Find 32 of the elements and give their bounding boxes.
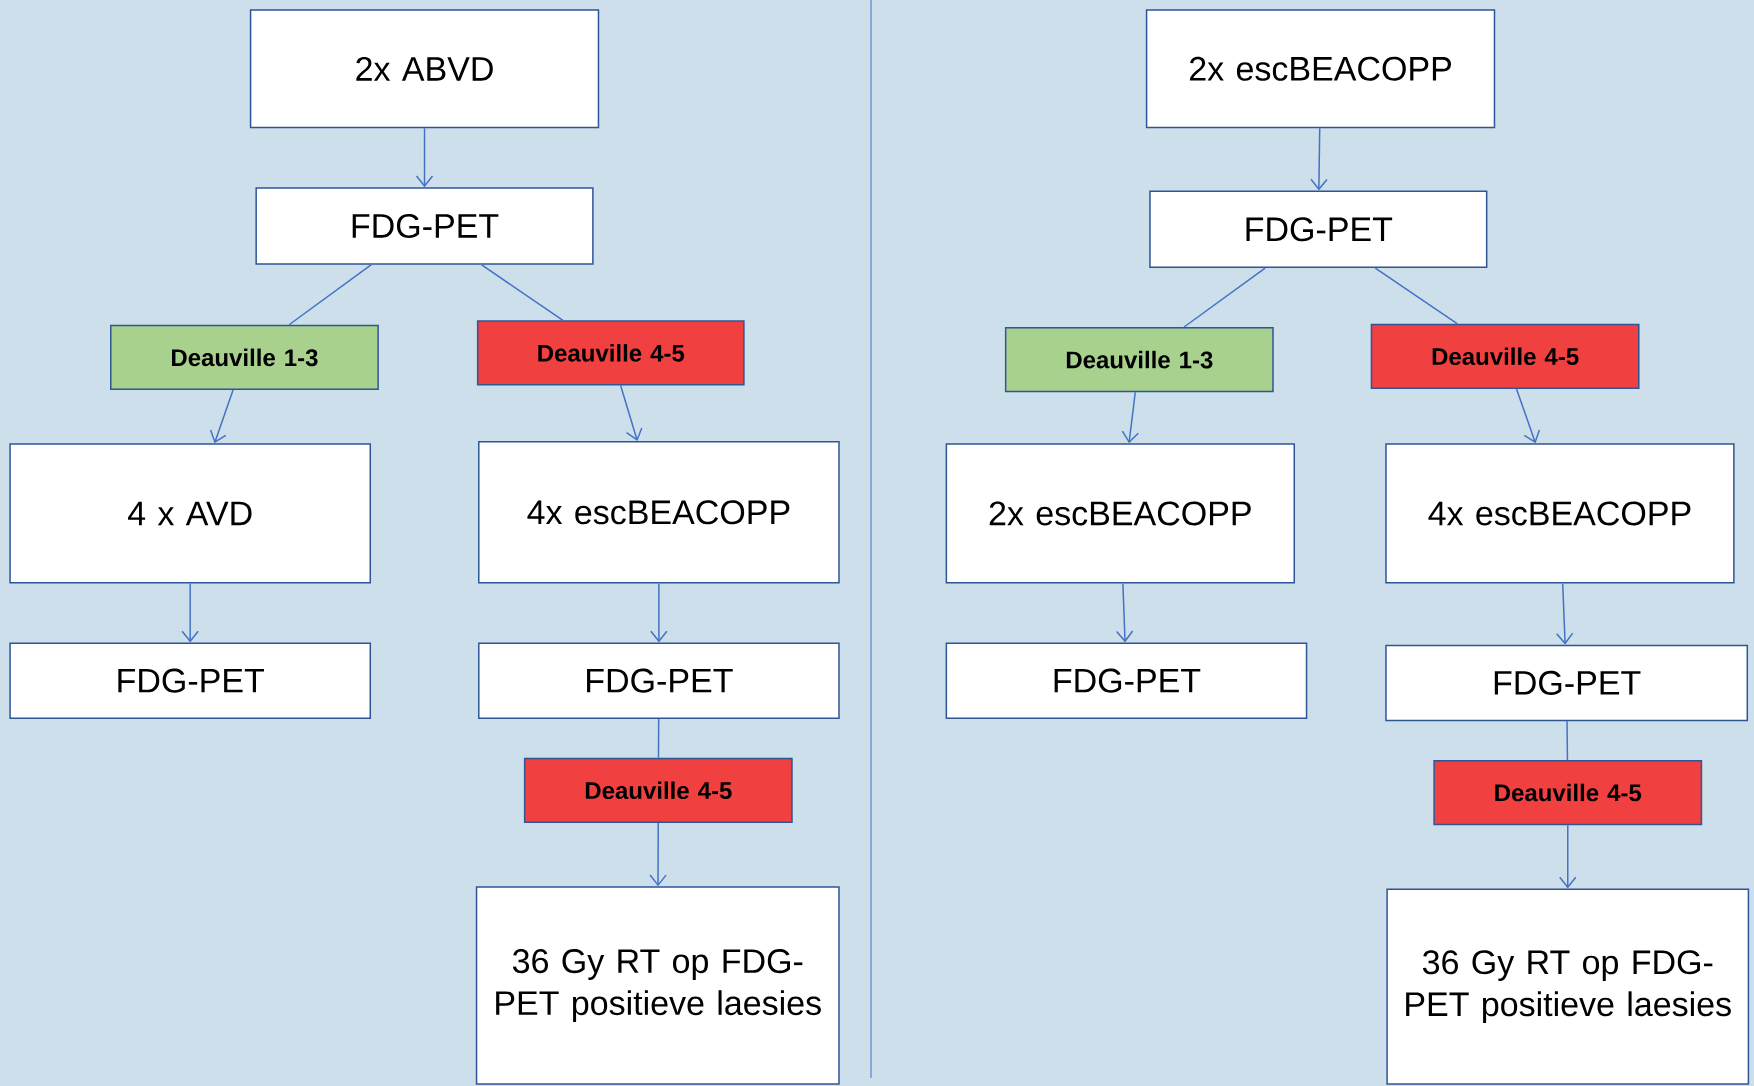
- process-box: 4x escBEACOPP: [478, 441, 840, 584]
- process-box: FDG-PET: [945, 642, 1308, 719]
- arrow: [1115, 582, 1134, 643]
- arrow: [181, 582, 199, 643]
- arrow: [1515, 388, 1541, 444]
- process-box: FDG-PET: [1149, 190, 1488, 269]
- result-box: Deauville 1-3: [110, 324, 379, 390]
- arrow: [1121, 391, 1140, 444]
- arrow: [209, 389, 234, 444]
- process-box: 4 x AVD: [9, 443, 372, 584]
- arrow: [1310, 127, 1328, 191]
- result-box: Deauville 4-5: [1370, 323, 1640, 389]
- arrow: [649, 822, 667, 887]
- result-box: Deauville 4-5: [523, 757, 793, 823]
- process-box: 2x ABVD: [249, 9, 600, 129]
- process-box: FDG-PET: [9, 642, 372, 719]
- arrow: [415, 127, 434, 188]
- result-box: Deauville 1-3: [1004, 327, 1274, 393]
- arrow: [1559, 824, 1577, 889]
- process-box: 2x escBEACOPP: [1145, 9, 1496, 129]
- process-box: 4x escBEACOPP: [1385, 443, 1735, 584]
- result-box: Deauville 4-5: [476, 320, 745, 386]
- process-box: 36 Gy RT op FDG-PET positieve laesies: [475, 886, 840, 1085]
- process-box: FDG-PET: [478, 642, 840, 719]
- arrow: [619, 384, 643, 442]
- arrow: [650, 582, 668, 643]
- process-box: 2x escBEACOPP: [945, 443, 1295, 584]
- process-box: FDG-PET: [1385, 644, 1749, 722]
- process-box: FDG-PET: [255, 187, 594, 265]
- arrow: [1555, 582, 1574, 645]
- result-box: Deauville 4-5: [1433, 759, 1703, 826]
- process-box: 36 Gy RT op FDG-PET positieve laesies: [1386, 888, 1750, 1085]
